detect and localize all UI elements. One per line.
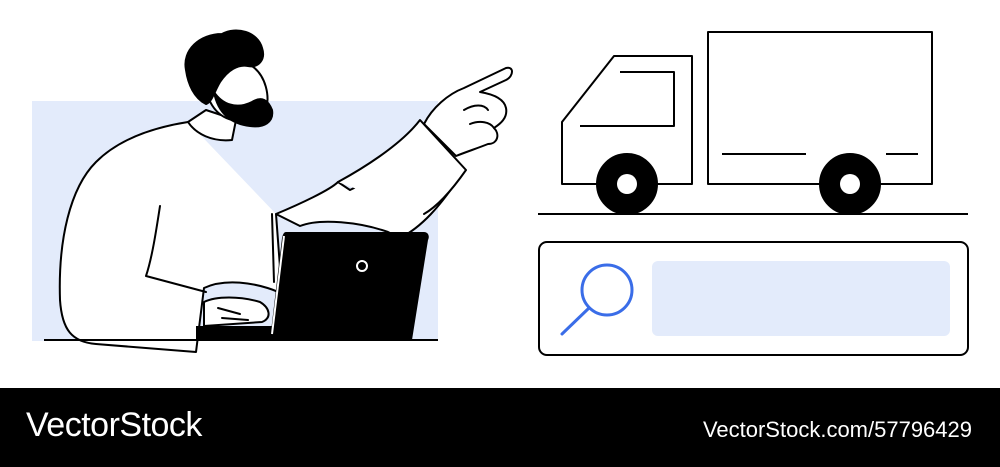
footer-bar: VectorStock VectorStock.com/57796429 [0, 388, 1000, 467]
search-field [652, 261, 950, 336]
truck-cargo-box [707, 31, 933, 185]
laptop-logo [356, 260, 368, 272]
laptop-base [196, 326, 412, 340]
person-beard [213, 91, 274, 128]
laptop-hinge-line [271, 235, 285, 335]
brand-logo-text: VectorStock [26, 406, 202, 444]
illustration [32, 29, 969, 356]
image-reference: VectorStock.com/57796429 [702, 417, 972, 442]
laptop-icon [196, 232, 429, 340]
search-icon [560, 263, 634, 336]
hand-finger-line [463, 104, 495, 129]
typing-hand [203, 296, 270, 327]
truck-window [580, 71, 675, 127]
person-torso-line [271, 213, 275, 283]
typing-hand-lines [217, 307, 249, 321]
truck-front-hub [617, 174, 637, 194]
person-raised-arm [337, 119, 467, 215]
person-hair [184, 29, 264, 105]
pointing-hand [423, 66, 513, 157]
person-figure [58, 29, 513, 353]
truck-rear-hub [840, 174, 860, 194]
laptop-screen [270, 232, 429, 340]
truck-icon [561, 31, 933, 215]
person-arm-seam [145, 205, 207, 293]
